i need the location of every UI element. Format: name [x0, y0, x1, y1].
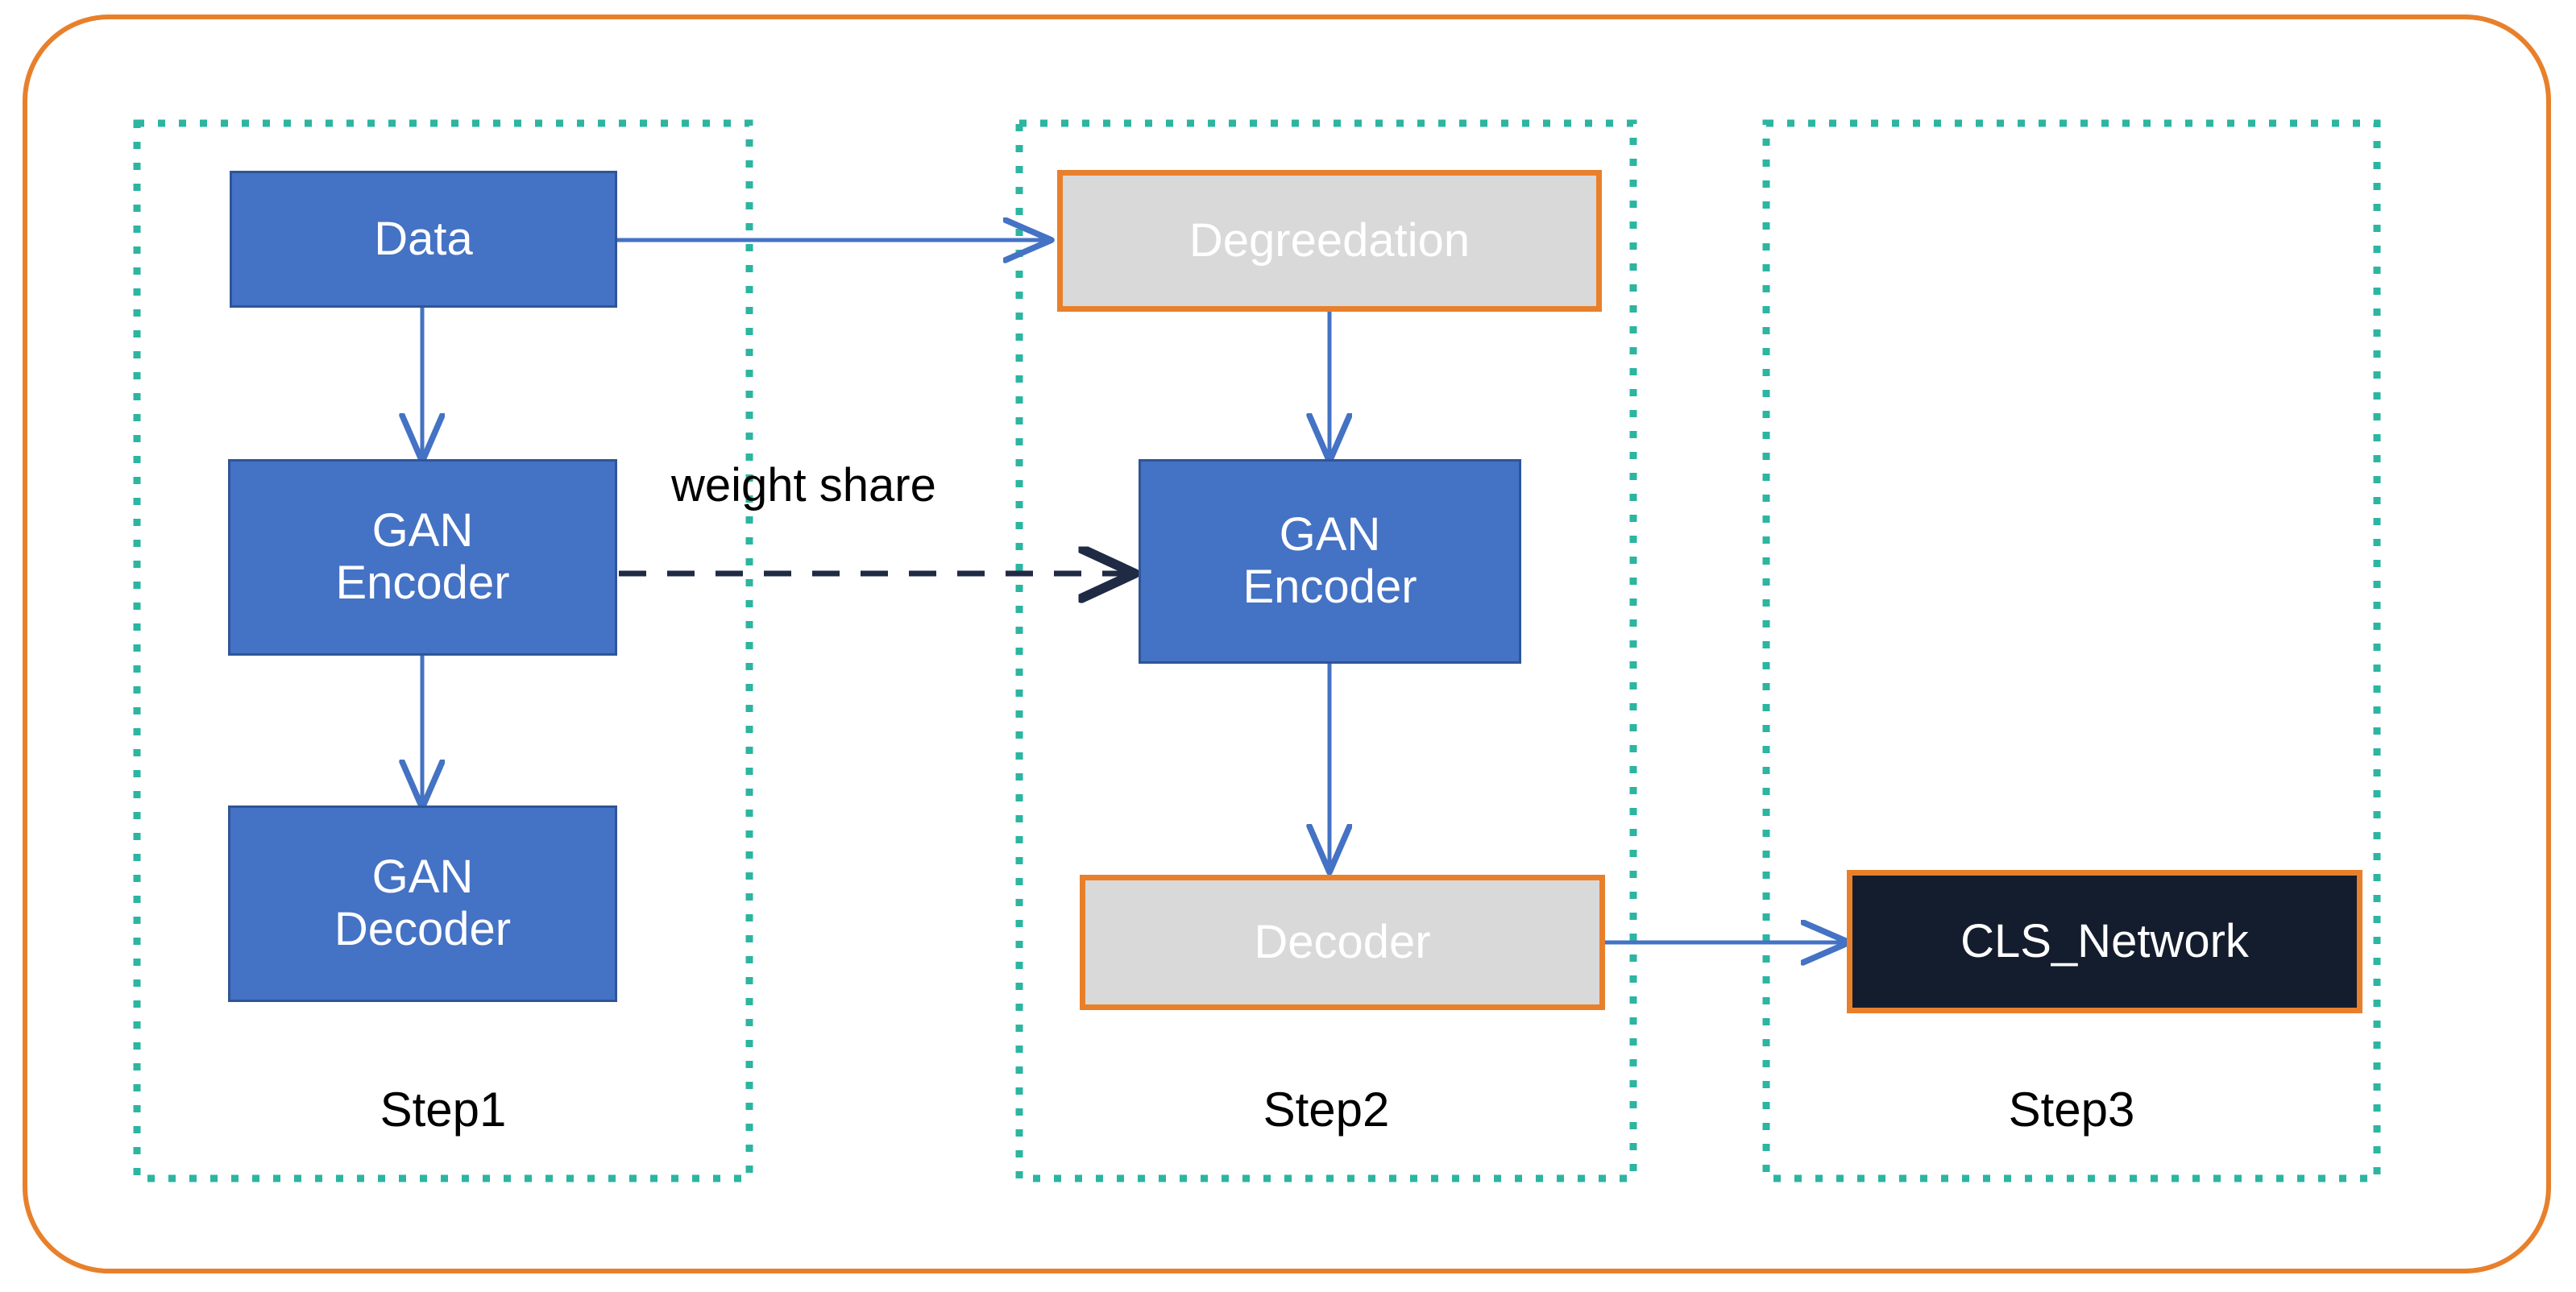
node-degreedation[interactable]: Degreedation [1057, 170, 1602, 312]
group-label-step3: Step3 [1766, 1086, 2377, 1134]
node-decoder-2[interactable]: Decoder [1080, 875, 1605, 1010]
node-data[interactable]: Data [230, 171, 617, 308]
node-cls-network-label: CLS_Network [1960, 914, 2249, 967]
edge-label-weight-share: weight share [671, 462, 936, 509]
node-gan-encoder-1[interactable]: GAN Encoder [228, 459, 617, 656]
node-cls-network[interactable]: CLS_Network [1847, 870, 2362, 1013]
node-data-label: Data [374, 212, 473, 265]
group-label-step1: Step1 [137, 1086, 749, 1134]
node-decoder-2-label: Decoder [1254, 915, 1431, 968]
group-label-step2: Step2 [1019, 1086, 1633, 1134]
group-label-step1-text: Step1 [380, 1083, 507, 1137]
node-gan-decoder-1[interactable]: GAN Decoder [228, 805, 617, 1002]
node-gan-encoder-2-label: GAN Encoder [1242, 508, 1417, 613]
node-gan-decoder-1-label: GAN Decoder [334, 851, 512, 955]
edge-label-weight-share-text: weight share [671, 459, 936, 511]
group-frame-step3 [1762, 119, 2381, 1182]
node-gan-encoder-1-label: GAN Encoder [335, 504, 510, 609]
node-gan-encoder-2[interactable]: GAN Encoder [1139, 459, 1521, 664]
node-degreedation-label: Degreedation [1188, 213, 1471, 267]
group-label-step3-text: Step3 [2008, 1083, 2135, 1137]
group-label-step2-text: Step2 [1263, 1083, 1390, 1137]
